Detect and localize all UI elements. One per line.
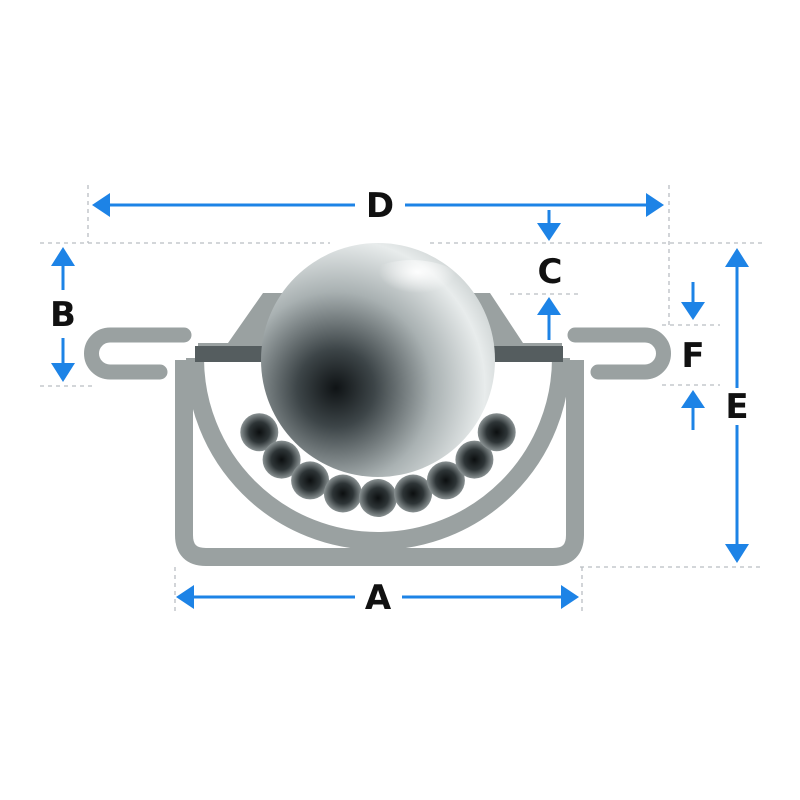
label-a: A	[365, 578, 392, 618]
label-d: D	[366, 186, 394, 226]
support-ball	[394, 474, 433, 513]
support-ball	[240, 413, 279, 452]
inner-cup	[186, 357, 570, 550]
label-e: E	[725, 387, 748, 427]
support-ball	[477, 413, 516, 452]
dimension-d: D	[92, 186, 664, 226]
label-b: B	[50, 295, 76, 335]
outer-housing	[175, 360, 584, 566]
main-ball	[261, 243, 495, 477]
dimension-b: B	[50, 247, 76, 382]
top-flange	[84, 327, 671, 380]
dimension-a: A	[176, 578, 579, 618]
label-c: C	[538, 252, 563, 292]
dimension-f: F	[681, 282, 705, 430]
support-ball	[291, 461, 330, 500]
support-ball	[359, 479, 397, 517]
dimension-e: E	[725, 248, 749, 563]
support-ball	[323, 474, 362, 513]
support-ball	[262, 440, 301, 479]
dimension-c: C	[537, 210, 562, 340]
support-ball	[426, 461, 465, 500]
label-f: F	[681, 336, 704, 376]
support-ball	[455, 440, 494, 479]
support-balls	[240, 413, 516, 517]
guide-lines	[40, 185, 762, 612]
